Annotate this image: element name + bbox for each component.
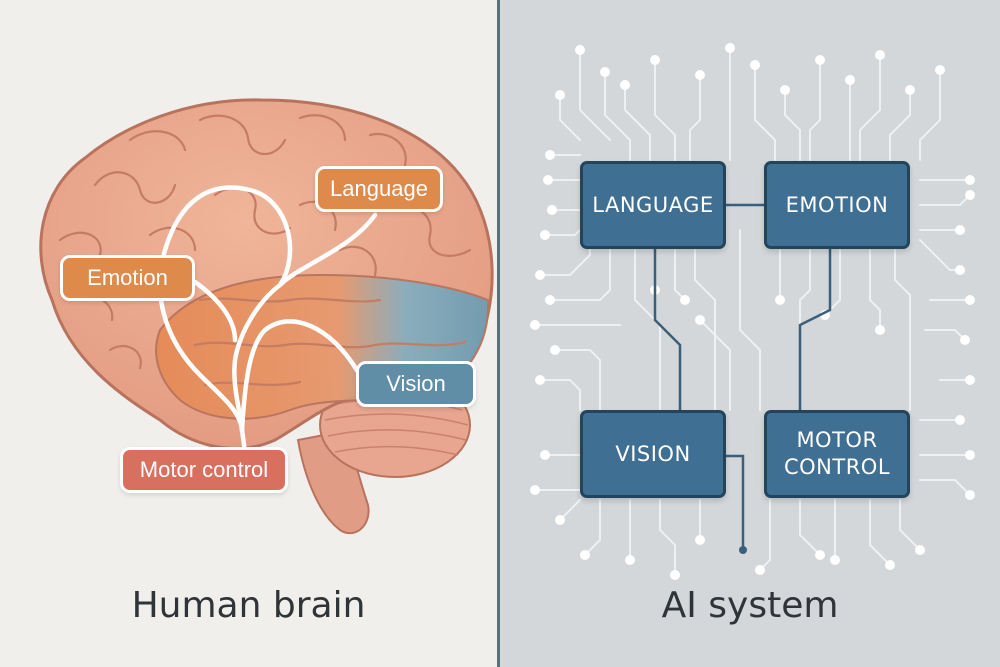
connector-emotion bbox=[192, 279, 238, 343]
link-vision-down bbox=[726, 454, 745, 550]
connector-loop bbox=[157, 185, 293, 433]
link-emotion-motor bbox=[798, 249, 832, 410]
motor-control-label: Motor control bbox=[120, 447, 288, 493]
emotion-label: Emotion bbox=[60, 255, 195, 301]
brain-illustration bbox=[39, 98, 494, 535]
panel-divider bbox=[497, 0, 500, 667]
human-brain-caption: Human brain bbox=[131, 585, 366, 626]
module-language: LANGUAGE bbox=[580, 161, 726, 249]
module-emotion: EMOTION bbox=[764, 161, 910, 249]
connector-language bbox=[232, 212, 378, 433]
connector-vision bbox=[239, 319, 361, 433]
module-vision: VISION bbox=[580, 410, 726, 498]
human-brain-panel: Language Emotion Vision Motor control Hu… bbox=[0, 0, 497, 667]
language-label: Language bbox=[315, 166, 443, 212]
ai-system-caption: AI system bbox=[661, 585, 839, 626]
circuit-illustration bbox=[530, 43, 975, 580]
link-language-vision bbox=[653, 249, 682, 410]
ai-system-panel: LANGUAGE EMOTION VISION MOTOR CONTROL AI… bbox=[500, 0, 1000, 667]
vision-label: Vision bbox=[356, 361, 476, 407]
module-motor-control: MOTOR CONTROL bbox=[764, 410, 910, 498]
